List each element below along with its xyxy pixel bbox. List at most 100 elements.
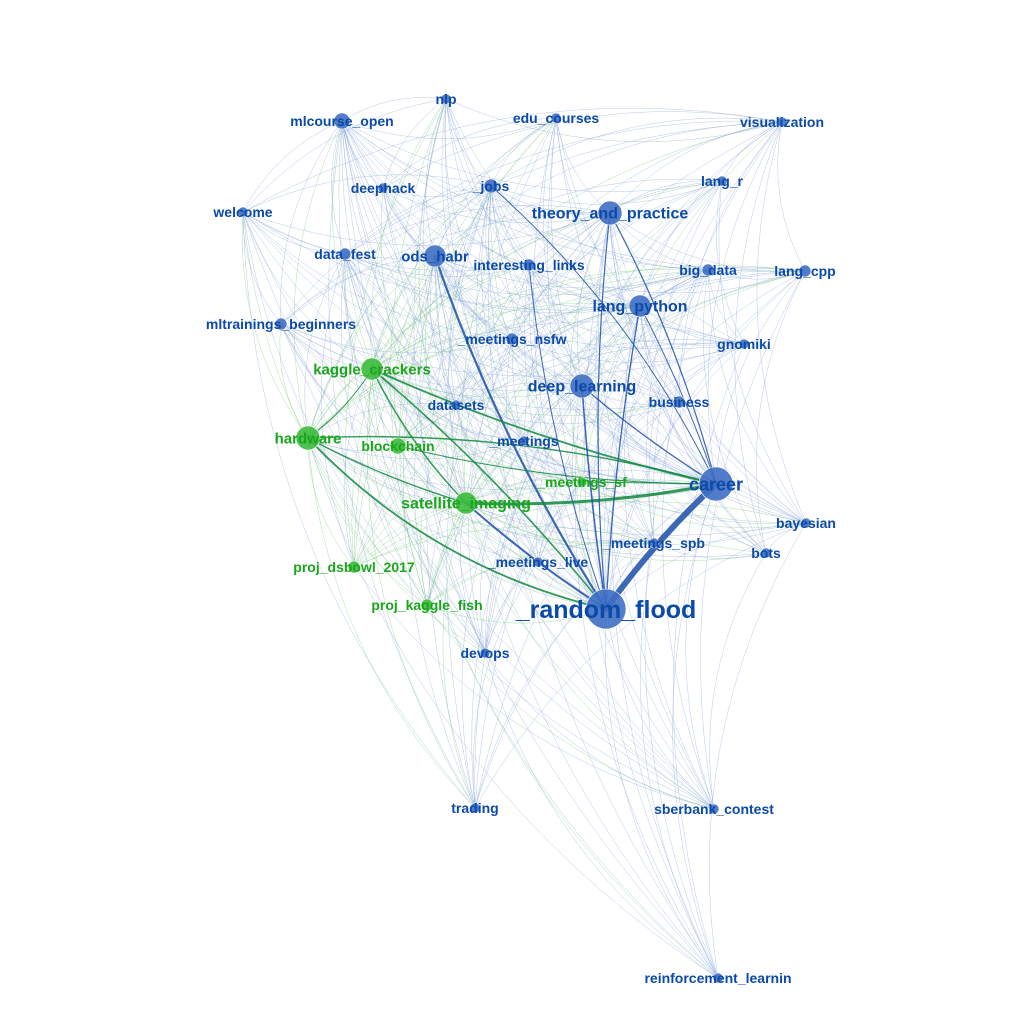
- edge-data_fest-hardware: [304, 253, 346, 439]
- edge-_jobs-devops: [445, 185, 492, 654]
- edge-mltrainings_beginners-career: [280, 323, 717, 485]
- node-label-gnomiki: gnomiki: [717, 336, 771, 352]
- node-datasets[interactable]: [450, 399, 462, 411]
- edge-visualization-_jobs: [490, 117, 783, 187]
- edge-bayesian-_random_flood: [605, 522, 807, 610]
- node-_meetings_nsfw[interactable]: [505, 332, 519, 346]
- edge-_meetings_spb-proj_kaggle_fish: [426, 541, 655, 606]
- edge-lang_cpp-career: [715, 270, 806, 485]
- edge-mlcourse_open-sberbank_contest: [341, 120, 715, 810]
- edge-_meetings_spb-trading: [474, 542, 655, 809]
- node-hardware[interactable]: [295, 425, 321, 451]
- node-career[interactable]: [698, 466, 734, 502]
- node-reinforcement_learnin[interactable]: [712, 972, 724, 984]
- node-mlcourse_open[interactable]: [333, 112, 351, 130]
- edge-lang_python-datasets: [455, 305, 641, 406]
- node-_meetings_live[interactable]: [532, 556, 544, 568]
- edge-lang_python-bayesian: [639, 305, 807, 524]
- edge-lang_cpp-proj_dsbowl_2017: [353, 270, 806, 568]
- edge-interesting_links-business: [528, 264, 680, 403]
- edge-_jobs-welcome: [242, 174, 492, 213]
- node-_jobs[interactable]: [483, 178, 499, 194]
- edge-satellite_imaging-_meetings_spb: [465, 502, 655, 547]
- node-deep_learning[interactable]: [569, 373, 595, 399]
- node-interesting_links[interactable]: [522, 258, 536, 272]
- edge-lang_python-bots: [639, 305, 767, 554]
- edge-interesting_links-_random_flood: [524, 264, 607, 610]
- edge-satellite_imaging-proj_dsbowl_2017: [353, 502, 467, 568]
- node-edu_courses[interactable]: [550, 112, 562, 124]
- node-data_fest[interactable]: [338, 247, 352, 261]
- edge-lang_cpp-datasets: [455, 270, 806, 406]
- node-bots[interactable]: [760, 547, 772, 559]
- node-_meetings_spb[interactable]: [648, 537, 660, 549]
- node-label-career: career: [689, 474, 743, 494]
- edge-visualization-data_fest: [344, 120, 783, 255]
- node-visualization[interactable]: [776, 116, 788, 128]
- node-proj_dsbowl_2017[interactable]: [347, 560, 361, 574]
- edge-_meetings_nsfw-gnomiki: [511, 338, 745, 363]
- edge-deep_learning-trading: [471, 385, 583, 809]
- edge-hardware-proj_dsbowl_2017: [307, 437, 355, 568]
- edge-career-sberbank_contest: [685, 483, 717, 810]
- node-label-lang_cpp: lang_cpp: [774, 263, 835, 279]
- node-lang_cpp[interactable]: [798, 264, 812, 278]
- edge-deep_learning-datasets: [455, 381, 583, 406]
- edge-hardware-sberbank_contest: [307, 437, 715, 810]
- strong-edge-deep_learning-_random_flood: [581, 385, 607, 610]
- node-label-hardware: hardware: [275, 430, 342, 447]
- node-label-lang_python: lang_python: [592, 299, 687, 316]
- node-nlp[interactable]: [440, 93, 452, 105]
- edge-_jobs-kaggle_crackers: [371, 185, 492, 370]
- node-label-sberbank_contest: sberbank_contest: [654, 801, 774, 817]
- edge-edu_courses-deephack: [382, 117, 557, 189]
- edge-_jobs-interesting_links: [490, 185, 530, 266]
- edge-career-reinforcement_learnin: [672, 483, 719, 979]
- edge-visualization-bots: [734, 121, 783, 554]
- node-welcome[interactable]: [237, 206, 249, 218]
- node-big_data[interactable]: [701, 263, 715, 277]
- edge-welcome-_random_flood: [242, 211, 607, 610]
- edge-deephack-_random_flood: [382, 187, 607, 610]
- node-mltrainings_beginners[interactable]: [274, 317, 288, 331]
- edge-career-_meetings_live: [537, 483, 717, 563]
- edge-_meetings_spb-bots: [653, 542, 767, 559]
- edge-_meetings_nsfw-kaggle_crackers: [371, 336, 513, 370]
- edge-mltrainings_beginners-blockchain: [280, 323, 399, 447]
- edge-devops-reinforcement_learnin: [484, 652, 719, 979]
- node-business[interactable]: [672, 395, 686, 409]
- edge-big_data-bots: [703, 269, 767, 554]
- node-blockchain[interactable]: [389, 437, 407, 455]
- node-ods_habr[interactable]: [423, 244, 447, 268]
- edge-_meetings-devops: [480, 440, 525, 654]
- edge-welcome-sberbank_contest: [242, 211, 715, 810]
- node-proj_kaggle_fish[interactable]: [420, 598, 434, 612]
- edge-lang_cpp-_random_flood: [605, 270, 806, 610]
- node-label-welcome: welcome: [212, 204, 272, 220]
- strong-edge-hardware-_random_flood: [307, 437, 607, 610]
- node-deephack[interactable]: [377, 182, 389, 194]
- edge-_meetings-_random_flood: [523, 440, 607, 610]
- node-trading[interactable]: [469, 802, 481, 814]
- node-_meetings[interactable]: [518, 435, 530, 447]
- node-gnomiki[interactable]: [738, 338, 750, 350]
- edge-deep_learning-proj_kaggle_fish: [426, 385, 583, 606]
- node-kaggle_crackers[interactable]: [360, 357, 384, 381]
- edge-business-devops: [484, 401, 680, 654]
- node-satellite_imaging[interactable]: [454, 491, 478, 515]
- node-bayesian[interactable]: [800, 517, 812, 529]
- node-sberbank_contest[interactable]: [708, 803, 720, 815]
- edge-satellite_imaging-trading: [442, 502, 476, 809]
- node-theory_and_practice[interactable]: [597, 200, 623, 226]
- edge-nlp-business: [445, 98, 680, 403]
- edge-deep_learning-career: [581, 385, 717, 485]
- edge-datasets-proj_kaggle_fish: [420, 404, 457, 606]
- edge-theory_and_practice-datasets: [455, 212, 611, 406]
- node-_meetings_sf[interactable]: [576, 476, 588, 488]
- edge-interesting_links-_meetings_live: [506, 264, 539, 563]
- node-lang_r[interactable]: [716, 175, 728, 187]
- node-lang_python[interactable]: [628, 294, 652, 318]
- node-_random_flood[interactable]: [585, 588, 627, 630]
- node-devops[interactable]: [479, 647, 491, 659]
